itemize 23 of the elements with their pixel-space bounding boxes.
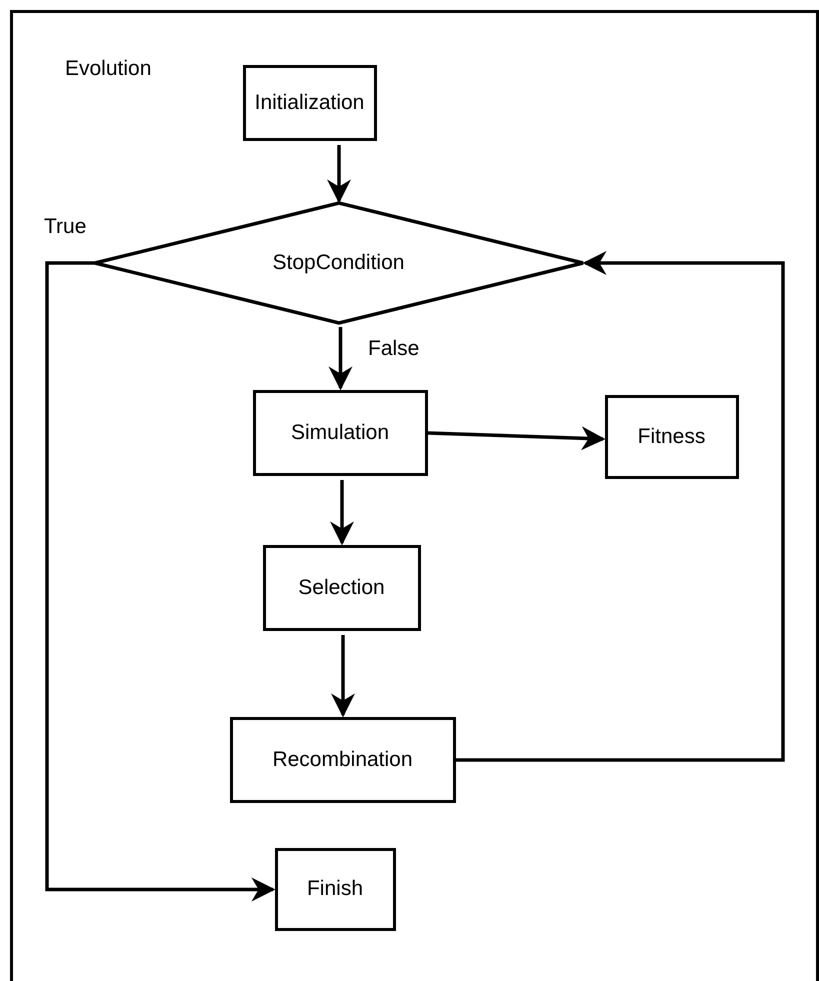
node-label: Finish (306, 877, 364, 901)
arrow (328, 327, 352, 390)
node-label: Fitness (638, 424, 706, 448)
arrow (45, 261, 276, 902)
process-box (252, 390, 428, 476)
process-box (230, 716, 456, 802)
frame-title: Evolution (65, 57, 152, 81)
process-box (242, 64, 376, 140)
node-label: Initialization (254, 90, 364, 114)
arrow (327, 145, 351, 204)
node-label: Recombination (272, 748, 413, 772)
arrow (331, 635, 355, 718)
arrow (456, 251, 785, 762)
arrow (428, 426, 606, 450)
arrow (330, 480, 354, 546)
process-box (604, 394, 738, 478)
node-label: Selection (298, 576, 385, 600)
decision-diamond (94, 202, 582, 322)
container-frame (10, 10, 819, 981)
process-box (274, 848, 396, 930)
node-label: Simulation (290, 420, 390, 444)
process-box (262, 544, 420, 630)
node-label: StopCondition (272, 250, 404, 274)
